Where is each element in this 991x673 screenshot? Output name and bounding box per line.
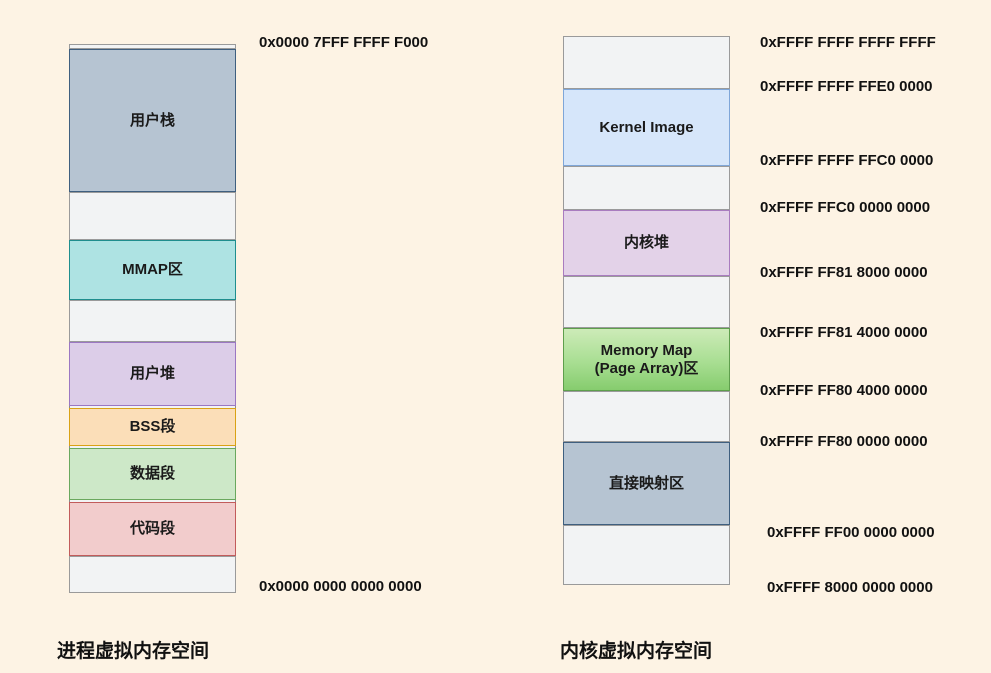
- memory-block-gap-2: [69, 300, 236, 342]
- memory-block-kernel-top-gap: [563, 36, 730, 89]
- memory-block-bottom-zone: [69, 556, 236, 593]
- addr-kernel-heap-top: 0xFFFF FFC0 0000 0000: [760, 199, 931, 216]
- memory-block-label: 内核堆: [623, 234, 669, 252]
- addr-kernel-image-base: 0xFFFF FFFF FFC0 0000: [760, 152, 934, 169]
- memory-block-text-segment: 代码段: [69, 502, 236, 556]
- memory-block-kernel-bottom-gap: [563, 525, 730, 585]
- memory-block-kernel-heap: 内核堆: [563, 210, 730, 276]
- memory-block-user-stack: 用户栈: [69, 49, 236, 192]
- memory-block-memory-map-area: Memory Map(Page Array)区: [563, 328, 730, 391]
- addr-kernel-bottom: 0xFFFF 8000 0000 0000: [767, 579, 933, 596]
- memory-block-label: 代码段: [129, 520, 175, 538]
- memory-column-kernel: Kernel Image 内核堆 Memory Map(Page Array)区直接…: [563, 36, 730, 585]
- memory-block-label: 用户栈: [129, 111, 175, 129]
- addr-kernel-top: 0xFFFF FFFF FFFF FFFF: [760, 34, 936, 51]
- memory-block-kernel-gap-3: [563, 391, 730, 442]
- memory-block-label: 直接映射区: [608, 474, 684, 492]
- addr-stack-top: 0x0000 7FFF FFFF F000: [259, 34, 429, 51]
- memory-block-kernel-image: Kernel Image: [563, 89, 730, 166]
- memory-block-label: MMAP区: [122, 261, 183, 279]
- memory-block-label: Memory Map(Page Array)区: [594, 341, 699, 377]
- addr-kernel-image-top: 0xFFFF FFFF FFE0 0000: [760, 78, 933, 95]
- memory-block-kernel-gap-1: [563, 166, 730, 210]
- addr-space-bottom: 0x0000 0000 0000 0000: [259, 578, 422, 595]
- memory-block-label: BSS段: [129, 418, 176, 436]
- memory-block-bss-segment: BSS段: [69, 408, 236, 446]
- addr-directmap-top: 0xFFFF FF80 0000 0000: [760, 433, 928, 450]
- memory-block-direct-map-area: 直接映射区: [563, 442, 730, 525]
- addr-memmap-base: 0xFFFF FF80 4000 0000: [760, 382, 928, 399]
- memory-block-label: 数据段: [129, 465, 175, 483]
- memory-column-process: 用户栈 MMAP区用户堆 BSS段数据段代码段: [69, 44, 236, 593]
- column-caption-process: 进程虚拟内存空间: [57, 641, 210, 662]
- memory-block-kernel-gap-2: [563, 276, 730, 328]
- addr-kernel-heap-base: 0xFFFF FF81 8000 0000: [760, 264, 928, 281]
- memory-block-top-guard: [69, 44, 236, 49]
- memory-block-gap-1: [69, 192, 236, 240]
- memory-block-mmap-area: MMAP区: [69, 240, 236, 300]
- memory-block-user-heap: 用户堆: [69, 342, 236, 406]
- memory-block-label: 用户堆: [129, 365, 175, 383]
- memory-block-label: Kernel Image: [599, 118, 694, 136]
- column-caption-kernel: 内核虚拟内存空间: [560, 641, 713, 662]
- addr-memmap-top: 0xFFFF FF81 4000 0000: [760, 324, 928, 341]
- addr-directmap-base: 0xFFFF FF00 0000 0000: [767, 524, 935, 541]
- memory-block-data-segment: 数据段: [69, 448, 236, 500]
